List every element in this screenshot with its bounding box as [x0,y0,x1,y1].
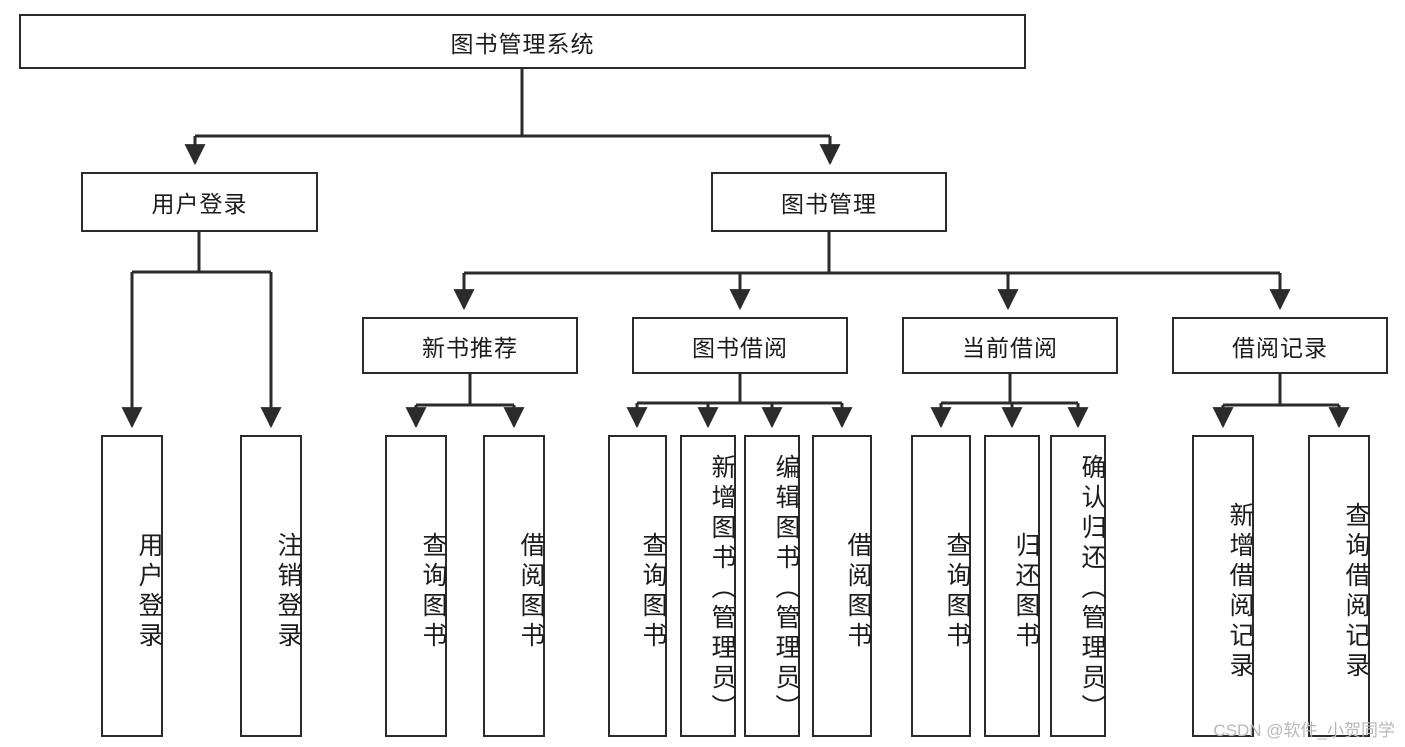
node-leaf-borrow-query[interactable]: 查询图书 [608,435,667,737]
node-label: 确认归还（管理员） [1078,454,1106,724]
node-label: 图书管理系统 [450,30,595,57]
node-leaf-current-return[interactable]: 归还图书 [984,435,1040,737]
node-label: 图书借阅 [692,334,788,361]
node-label: 用户登录 [135,532,163,652]
node-borrow-record[interactable]: 借阅记录 [1172,317,1388,374]
node-label: 注销登录 [274,532,302,652]
node-root[interactable]: 图书管理系统 [19,14,1026,69]
node-leaf-record-query[interactable]: 查询借阅记录 [1308,435,1370,737]
node-label: 借阅图书 [844,532,872,652]
node-label: 图书管理 [781,191,877,217]
node-leaf-borrow-edit[interactable]: 编辑图书（管理员） [744,435,800,737]
node-book-borrow[interactable]: 图书借阅 [632,317,848,374]
node-current-borrow[interactable]: 当前借阅 [902,317,1118,374]
node-label: 归还图书 [1012,532,1040,652]
node-leaf-recommend-query[interactable]: 查询图书 [385,435,447,737]
node-leaf-user-logout[interactable]: 注销登录 [240,435,302,737]
node-label: 编辑图书（管理员） [772,454,800,724]
node-label: 查询借阅记录 [1342,502,1370,682]
node-label: 查询图书 [639,532,667,652]
node-user-login[interactable]: 用户登录 [81,172,318,232]
node-leaf-user-login[interactable]: 用户登录 [101,435,163,737]
node-label: 查询图书 [943,532,971,652]
node-label: 新增图书（管理员） [708,454,736,724]
node-leaf-borrow-lend[interactable]: 借阅图书 [812,435,872,737]
node-label: 借阅记录 [1232,334,1328,361]
node-new-book-recommend[interactable]: 新书推荐 [362,317,578,374]
node-label: 新书推荐 [422,334,518,361]
node-leaf-borrow-add[interactable]: 新增图书（管理员） [680,435,736,737]
node-label: 借阅图书 [517,532,545,652]
node-label: 新增借阅记录 [1226,502,1254,682]
node-label: 查询图书 [419,532,447,652]
node-label: 用户登录 [151,191,248,217]
node-leaf-record-add[interactable]: 新增借阅记录 [1192,435,1254,737]
node-book-manage[interactable]: 图书管理 [711,172,947,232]
node-leaf-current-confirm[interactable]: 确认归还（管理员） [1050,435,1106,737]
node-leaf-current-query[interactable]: 查询图书 [911,435,971,737]
node-leaf-recommend-borrow[interactable]: 借阅图书 [483,435,545,737]
node-label: 当前借阅 [962,334,1058,361]
